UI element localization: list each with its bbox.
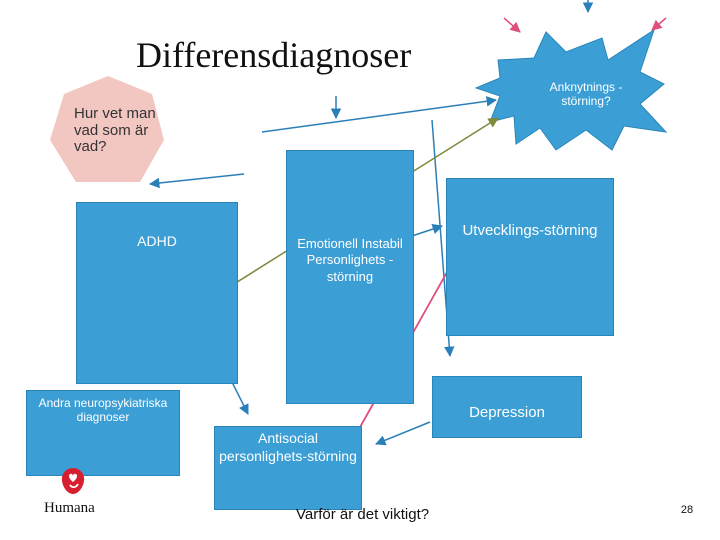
arrow-depression-to-antisocial [375,421,431,446]
node-antisocial-label: Antisocial personlighets-störning [219,430,357,464]
node-depression [432,376,582,438]
page-number: 28 [680,504,694,516]
arrow-pink-top-left [503,17,521,33]
arrow-bubble-to-burst [261,96,498,133]
attachment-burst-label: Anknytnings -störning? [549,80,623,109]
attachment-burst-shape [474,28,668,151]
footer-question: Varför är det viktigt? [296,506,430,523]
node-andra [26,390,180,476]
node-bpd [286,150,414,404]
humana-logo-text: Humana [44,500,95,516]
arrow-to-bubble [148,173,245,189]
node-depression-label: Depression [469,404,545,421]
arrow-pink-top-right [651,17,667,31]
question-bubble-text: Hur vet man vad som är vad? [74,105,156,155]
node-adhd-label: ADHD [137,233,177,249]
page-title: Differensdiagnoser [136,35,412,75]
node-antisocial [214,426,362,510]
node-utveckling [446,178,614,336]
node-utveckling-label: Utvecklings-störning [462,222,598,239]
node-bpd-label: Emotionell Instabil Personlighets -störn… [297,236,403,284]
humana-logo-icon [61,468,85,494]
node-andra-label: Andra neuropsykiatriska diagnoser [38,396,168,425]
node-adhd: ADHD [76,202,238,384]
